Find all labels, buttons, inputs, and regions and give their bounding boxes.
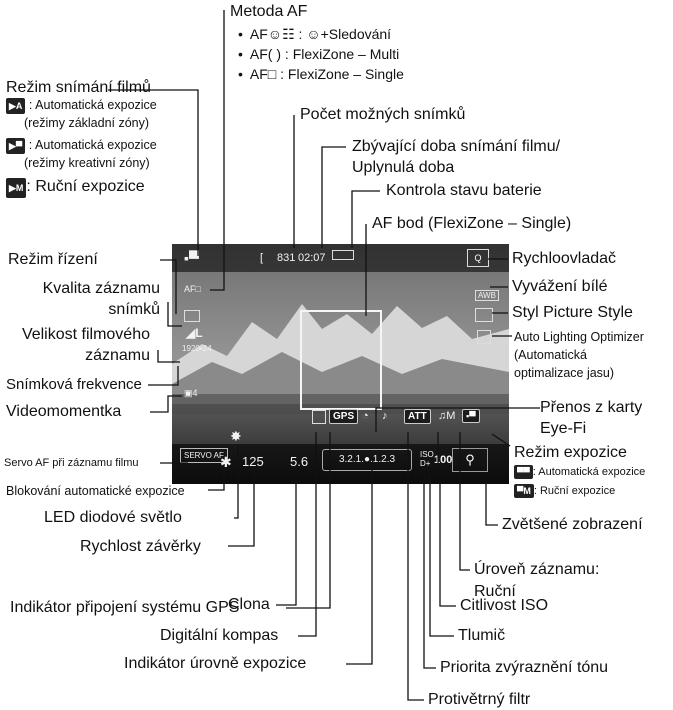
label-white-balance: Vyvážení bílé	[512, 277, 607, 297]
shots-remaining: 831	[277, 252, 295, 264]
frame-size-value: 1920	[182, 344, 200, 353]
label-eyefi-1: Přenos z karty	[540, 398, 642, 418]
wind-filter-icon: ♪	[382, 410, 388, 422]
af-method-list: • AF☺☷ : ☺+Sledování • AF( ) : FlexiZone…	[238, 24, 404, 84]
movie-mode-auto-basic-text: : Automatická expozice	[29, 98, 157, 112]
exposure-level-indicator: 3.2.1.●.1.2.3	[322, 449, 412, 471]
gps-indicator: GPS	[329, 409, 358, 424]
led-light-icon: ✸	[230, 428, 242, 445]
label-af-point: AF bod (FlexiZone – Single)	[372, 214, 571, 234]
movie-mode-auto-creative: ▶▀ : Automatická expozice	[6, 137, 157, 154]
label-digital-compass: Digitální kompas	[160, 626, 278, 646]
movie-mode-manual: ▶M: Ruční expozice	[6, 177, 145, 198]
af-method-icon: AF□	[184, 284, 201, 294]
label-shots-remaining: Počet možných snímků	[300, 105, 465, 125]
label-quality-2: snímků	[108, 300, 160, 320]
mic-level-icon: ♫M	[438, 410, 455, 422]
shots-bracket: [	[260, 252, 263, 264]
label-frame-rate: Snímková frekvence	[6, 376, 142, 394]
picture-style-icon	[475, 308, 493, 322]
label-quick-control: Rychloovladač	[512, 249, 616, 269]
label-battery: Kontrola stavu baterie	[386, 181, 542, 201]
movie-mode-auto-basic-note: (režimy základní zóny)	[24, 115, 149, 131]
frame-rate-value: 24	[203, 344, 212, 353]
label-wind-filter: Protivětrný filtr	[428, 690, 530, 710]
attenuator-indicator: ATT	[404, 409, 431, 424]
label-ae-lock: Blokování automatické expozice	[6, 483, 185, 499]
label-movie-servo-af: Servo AF při záznamu filmu	[4, 456, 139, 470]
exposure-auto-icon: ▀▀	[514, 465, 533, 479]
af-method-item-text: AF( ) : FlexiZone – Multi	[250, 46, 399, 62]
label-shutter-speed: Rychlost závěrky	[80, 537, 201, 557]
exposure-mode-manual: ▀M: Ruční expozice	[514, 484, 615, 498]
label-alo-1: Auto Lighting Optimizer	[514, 329, 644, 345]
label-eyefi-2: Eye-Fi	[540, 419, 586, 439]
label-exposure-mode: Režim expozice	[514, 443, 627, 463]
alo-icon	[477, 330, 491, 344]
eyefi-icon: ◔	[362, 410, 369, 422]
af-method-item: • AF( ) : FlexiZone – Multi	[238, 44, 404, 64]
recording-time: 02:07	[298, 252, 326, 264]
label-alo-3: optimalizace jasu)	[514, 365, 614, 381]
exposure-mode-manual-text: : Ruční expozice	[534, 485, 615, 497]
movie-creative-icon: ▶▀	[6, 138, 25, 154]
white-balance-icon: AWB	[475, 290, 499, 301]
movie-auto-icon: ▶A	[6, 98, 25, 114]
drive-mode-icon	[184, 310, 200, 322]
label-quality-1: Kvalita záznamu	[43, 279, 160, 299]
movie-size-icon: 1920▪24	[182, 344, 212, 353]
label-alo-2: (Automatická	[514, 347, 587, 363]
label-picture-style: Styl Picture Style	[512, 303, 633, 323]
label-video-snapshot: Videomomentka	[6, 402, 121, 422]
label-recording-level-1: Úroveň záznamu:	[474, 560, 599, 580]
af-method-item-text: AF□ : FlexiZone – Single	[250, 66, 404, 82]
camera-lcd-screen: ▪▀ [ 831 02:07 Q AF□ ◢L 1920▪24 ▣4 ✸ AWB…	[172, 244, 509, 484]
af-point-frame[interactable]	[300, 310, 382, 410]
digital-compass-icon	[312, 410, 326, 424]
video-snapshot-icon: ▣4	[184, 388, 198, 399]
label-iso: Citlivost ISO	[460, 596, 548, 616]
label-exposure-level: Indikátor úrovně expozice	[124, 654, 306, 674]
movie-mode-manual-text: : Ruční expozice	[26, 178, 144, 195]
label-drive-mode: Režim řízení	[8, 250, 98, 270]
iso-value: 100	[434, 454, 452, 466]
ae-lock-icon: ✱	[220, 454, 232, 471]
label-magnified-view: Zvětšené zobrazení	[502, 515, 643, 535]
exposure-mode-auto-text: : Automatická expozice	[533, 466, 646, 478]
movie-mode-auto-creative-text: : Automatická expozice	[29, 138, 157, 152]
battery-icon	[332, 250, 354, 260]
label-movie-size-1: Velikost filmového	[22, 325, 150, 345]
label-gps-indicator: Indikátor připojení systému GPS	[10, 598, 239, 618]
label-remaining-time-1: Zbývající doba snímání filmu/	[352, 137, 560, 157]
movie-mode-icon: ▪▀	[184, 250, 199, 266]
exposure-mode-icon: ▪▀	[462, 409, 480, 423]
movie-mode-auto-creative-note: (režimy kreativní zóny)	[24, 155, 150, 171]
quick-control-button[interactable]: Q	[467, 249, 489, 267]
af-method-item: • AF□ : FlexiZone – Single	[238, 64, 404, 84]
label-led-light: LED diodové světlo	[44, 508, 182, 528]
shutter-speed-value: 125	[242, 454, 264, 469]
magnify-button[interactable]: ⚲	[452, 448, 488, 472]
exposure-manual-icon: ▀M	[514, 484, 534, 498]
label-attenuator: Tlumič	[458, 626, 505, 646]
af-method-item-text: AF☺☷ : ☺+Sledování	[250, 26, 391, 42]
movie-mode-auto-basic: ▶A : Automatická expozice	[6, 97, 157, 114]
label-af-method: Metoda AF	[230, 2, 307, 22]
label-movie-mode: Režim snímání filmů	[6, 78, 151, 98]
label-movie-size-2: záznamu	[85, 346, 150, 366]
movie-manual-icon: ▶M	[6, 178, 26, 198]
label-highlight-tone: Priorita zvýraznění tónu	[440, 658, 608, 678]
image-quality-icon: ◢L	[186, 326, 203, 340]
aperture-value: 5.6	[290, 454, 308, 469]
label-remaining-time-2: Uplynulá doba	[352, 158, 454, 178]
exposure-mode-auto: ▀▀: Automatická expozice	[514, 465, 645, 479]
af-method-item: • AF☺☷ : ☺+Sledování	[238, 24, 404, 44]
